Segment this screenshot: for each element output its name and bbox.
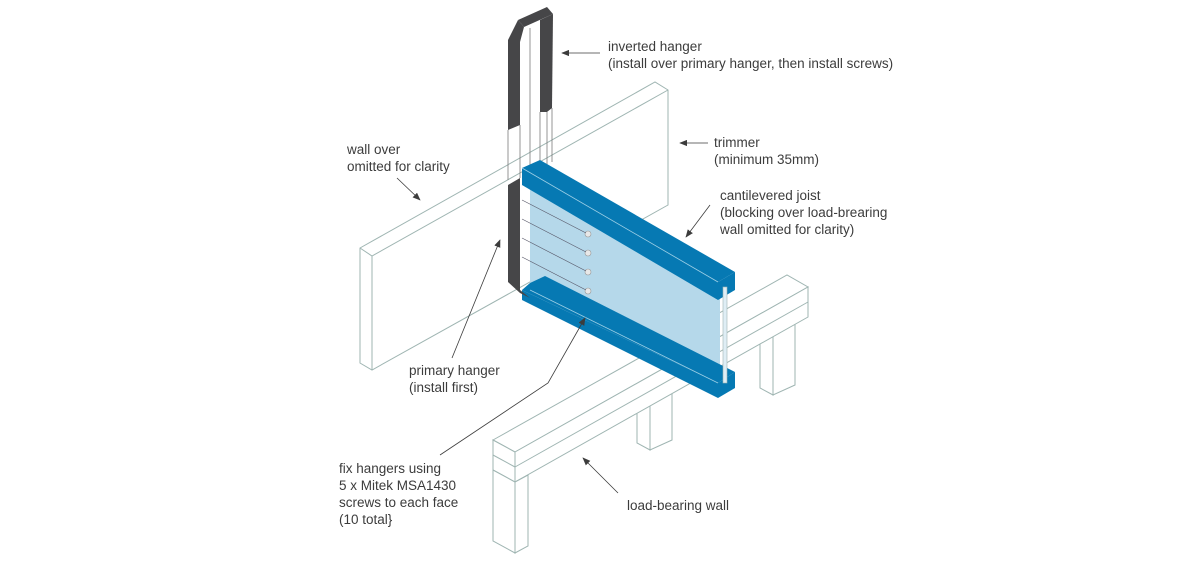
label-cantilevered-joist: cantilevered joist (blocking over load-b… <box>720 187 887 238</box>
label-inverted-hanger: inverted hanger (install over primary ha… <box>608 38 893 72</box>
label-line: wall omitted for clarity) <box>720 222 855 237</box>
leader-wall-over <box>396 177 421 201</box>
label-line: (blocking over load-brearing <box>720 205 888 220</box>
label-line: (install first) <box>409 380 479 395</box>
label-line: omitted for clarity <box>347 159 450 174</box>
label-wall-over: wall over omitted for clarity <box>347 141 450 175</box>
label-line: cantilevered joist <box>720 188 821 203</box>
inverted-hanger <box>507 7 553 180</box>
leader-primary-hanger <box>451 239 501 359</box>
label-line: fix hangers using <box>339 461 442 476</box>
label-line: wall over <box>347 142 401 157</box>
leader-load-bearing-wall <box>582 457 619 494</box>
label-line: load-bearing wall <box>627 498 730 513</box>
label-line: (10 total} <box>339 512 393 527</box>
label-fix-hangers: fix hangers using 5 x Mitek MSA1430 scre… <box>339 460 458 528</box>
label-line: screws to each face <box>339 495 459 510</box>
cantilevered-joist <box>521 160 735 398</box>
label-trimmer: trimmer (minimum 35mm) <box>714 134 819 168</box>
leader-fix-hangers <box>439 317 586 456</box>
label-line: (minimum 35mm) <box>714 152 820 167</box>
label-line: trimmer <box>714 135 760 150</box>
label-line: 5 x Mitek MSA1430 <box>339 478 457 493</box>
label-line: inverted hanger <box>608 39 702 54</box>
label-load-bearing-wall: load-bearing wall <box>627 497 729 514</box>
leader-joist <box>685 204 711 238</box>
primary-hanger <box>508 178 530 298</box>
label-line: (install over primary hanger, then insta… <box>608 56 894 71</box>
label-primary-hanger: primary hanger (install first) <box>409 362 500 396</box>
label-line: primary hanger <box>409 363 500 378</box>
